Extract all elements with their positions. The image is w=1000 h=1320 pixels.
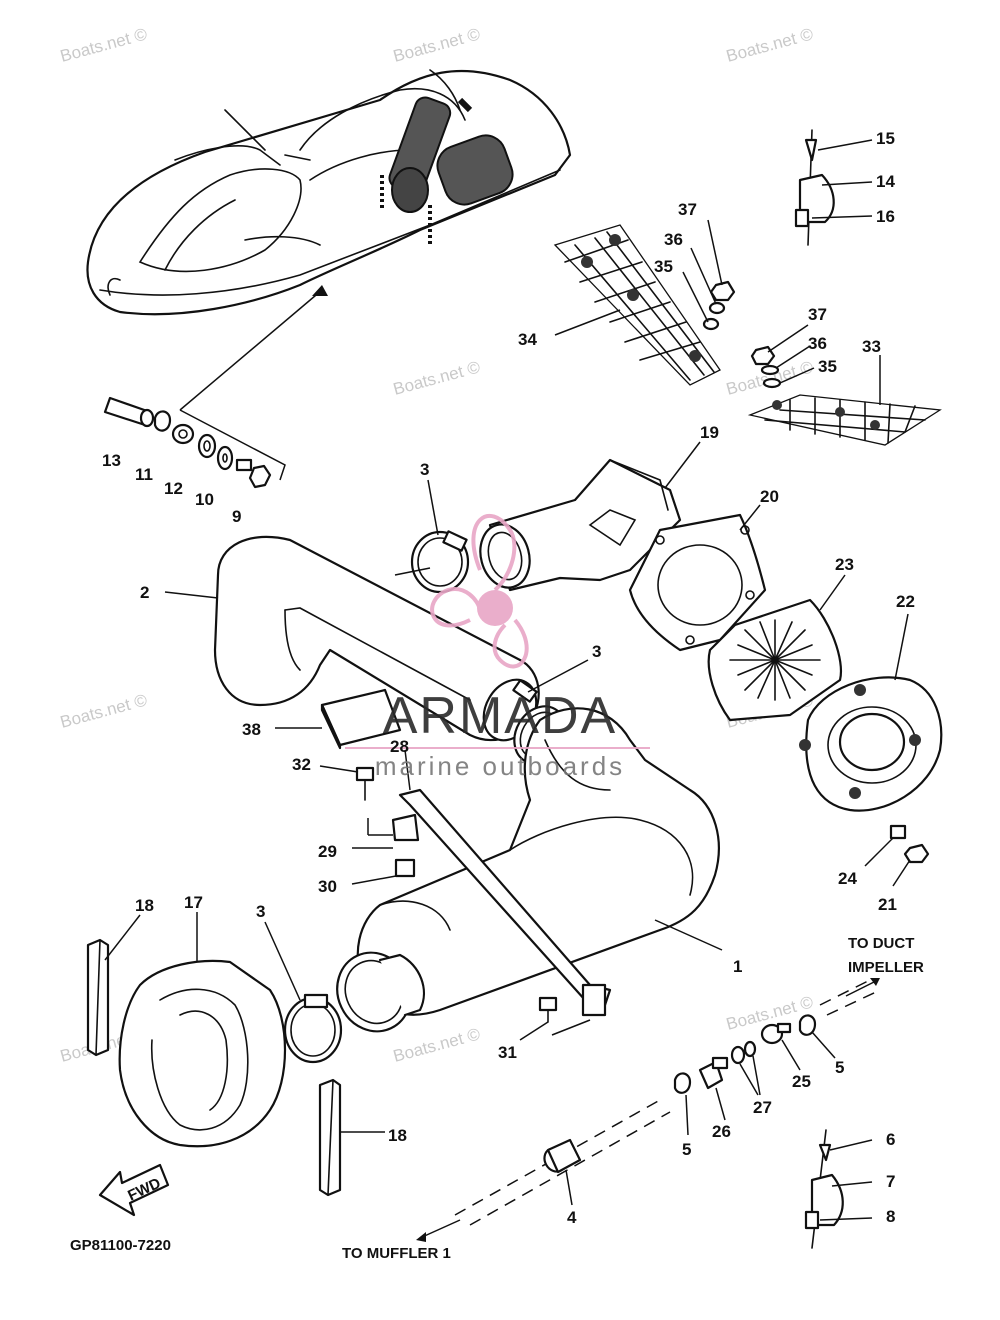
callout-34: 34 [518, 330, 537, 349]
bolts-21-24 [864, 824, 930, 887]
fasteners-35-37 [682, 219, 881, 405]
callout-5-right: 5 [835, 1058, 844, 1077]
fasteners-29-32 [319, 765, 420, 885]
bracket-38 [275, 688, 402, 750]
callout-28: 28 [390, 737, 409, 756]
callout-18-top: 18 [135, 896, 154, 915]
callout-37-top: 37 [678, 200, 697, 219]
hose-fittings-4-5-25-27 [416, 978, 880, 1242]
callout-1: 1 [733, 957, 742, 976]
muffler-1 [336, 707, 723, 1033]
plate-34 [553, 224, 721, 386]
note-impeller: IMPELLER [848, 959, 924, 976]
callout-31: 31 [498, 1043, 517, 1062]
plate-33 [747, 394, 942, 446]
brand-name: ARMADA [383, 687, 617, 745]
callout-30: 30 [318, 877, 337, 896]
callout-24: 24 [838, 869, 857, 888]
callout-2: 2 [140, 583, 149, 602]
hose-clamp-3-bottom [264, 921, 343, 1064]
exhaust-hose-2 [164, 535, 540, 742]
callout-labels: 1 2 3 3 3 4 5 5 6 7 8 9 10 11 12 13 14 1… [102, 129, 915, 1227]
watermark-site: Boats.net © [58, 24, 149, 66]
watermark-site: Boats.net © [58, 690, 149, 732]
note-to-muffler: TO MUFFLER 1 [342, 1245, 451, 1262]
clip-assembly-6-8 [804, 1129, 873, 1249]
flange-22 [799, 613, 943, 812]
part-code: GP81100-7220 [70, 1237, 171, 1254]
gasket-20 [628, 504, 767, 652]
note-to-duct: TO DUCT [848, 935, 914, 952]
callout-3-middle: 3 [592, 642, 601, 661]
watermark-site: Boats.net © [391, 1024, 482, 1066]
watermark-site: Boats.net © [391, 24, 482, 66]
hose-clamp-3-top [394, 479, 470, 594]
callout-36-top: 36 [664, 230, 683, 249]
callout-23: 23 [835, 555, 854, 574]
callout-10: 10 [195, 490, 214, 509]
bracket-stay-28 [398, 749, 612, 1036]
callout-35-right: 35 [818, 357, 837, 376]
callout-17: 17 [184, 893, 203, 912]
callout-29: 29 [318, 842, 337, 861]
callout-38: 38 [242, 720, 261, 739]
callout-37-right: 37 [808, 305, 827, 324]
callout-5-left: 5 [682, 1140, 691, 1159]
callout-26: 26 [712, 1122, 731, 1141]
brand-tagline: marine outboards [375, 751, 625, 781]
callout-8: 8 [886, 1207, 895, 1226]
watercraft-illustration [86, 69, 572, 411]
callout-21: 21 [878, 895, 897, 914]
bolt-31 [519, 996, 558, 1041]
armada-watermark: ARMADA marine outboards [345, 513, 650, 781]
callout-14: 14 [876, 172, 895, 191]
callout-7: 7 [886, 1172, 895, 1191]
callout-33: 33 [862, 337, 881, 356]
clip-assembly-14-16 [794, 129, 873, 246]
callout-32: 32 [292, 755, 311, 774]
callout-16: 16 [876, 207, 895, 226]
callout-18-bottom: 18 [388, 1126, 407, 1145]
callout-22: 22 [896, 592, 915, 611]
callout-3-bottom: 3 [256, 902, 265, 921]
callout-4: 4 [567, 1208, 577, 1227]
spacer-blocks-18 [86, 914, 385, 1197]
callout-35-top: 35 [654, 257, 673, 276]
callout-19: 19 [700, 423, 719, 442]
watermark-site: Boats.net © [391, 357, 482, 399]
callout-6: 6 [886, 1130, 895, 1149]
screen-23 [707, 574, 846, 722]
forward-arrow: FWD [98, 1163, 170, 1217]
annotations: TO DUCT IMPELLER TO MUFFLER 1 GP81100-72… [70, 935, 924, 1262]
callout-15: 15 [876, 129, 895, 148]
watermark-site: Boats.net © [724, 24, 815, 66]
callout-36-right: 36 [808, 334, 827, 353]
callout-3-top: 3 [420, 460, 429, 479]
callout-25: 25 [792, 1072, 811, 1091]
hose-fittings-9-13 [103, 396, 286, 489]
callout-11: 11 [135, 465, 153, 484]
callout-27: 27 [753, 1098, 772, 1117]
callout-20: 20 [760, 487, 779, 506]
callout-12: 12 [164, 479, 183, 498]
exhaust-outlet-17 [118, 912, 287, 1148]
callout-9: 9 [232, 507, 241, 526]
elbow-joint-19 [479, 441, 701, 592]
callout-13: 13 [102, 451, 121, 470]
